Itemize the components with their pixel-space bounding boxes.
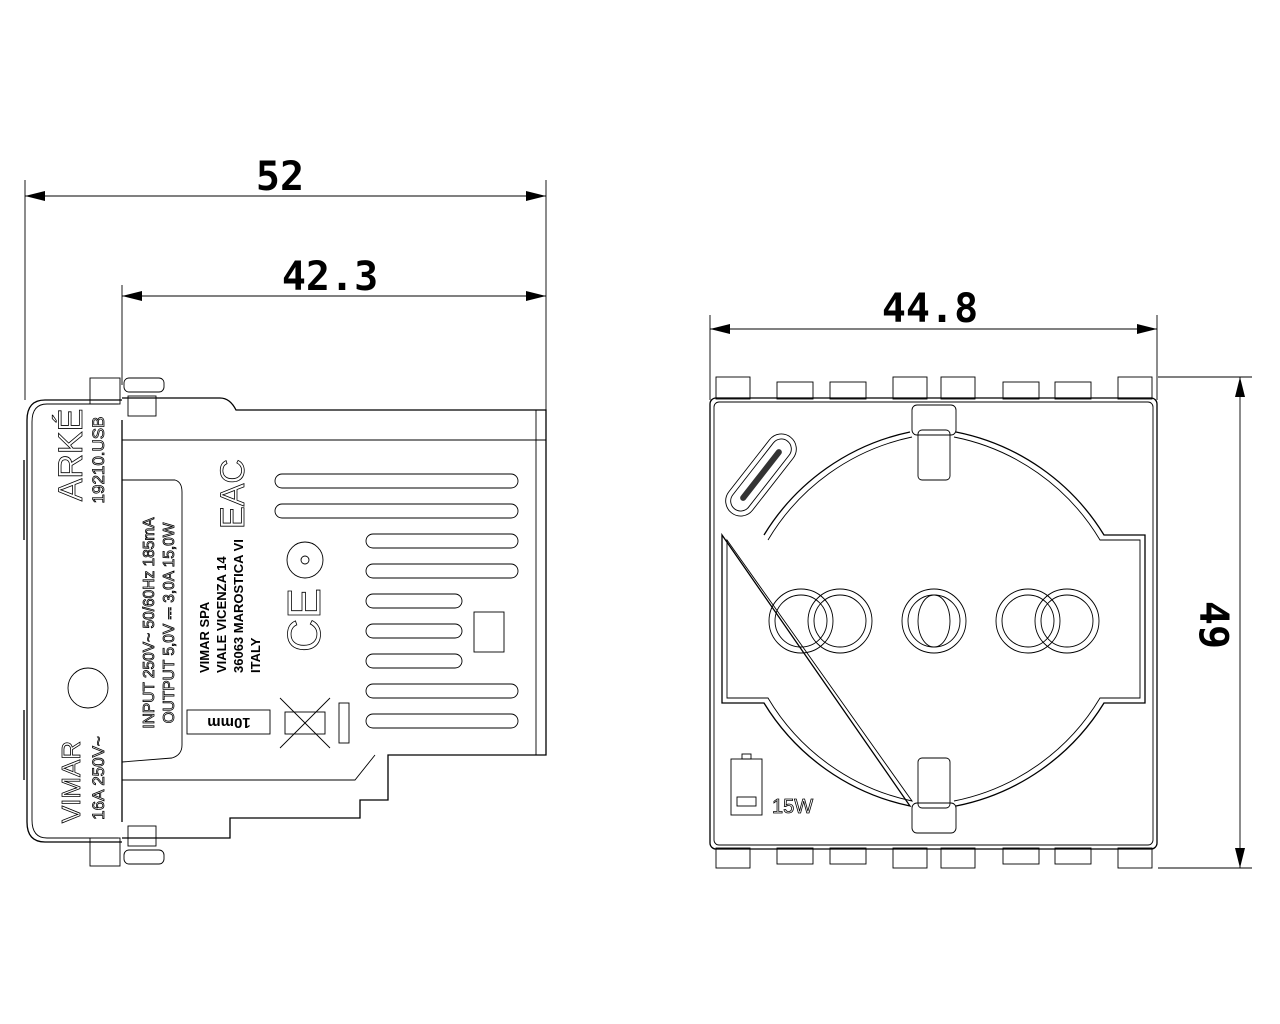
socket-hole-center (901, 588, 967, 654)
socket-hole-left (768, 588, 873, 654)
model-code: 19210.USB (89, 417, 108, 504)
power-label: 15W (772, 796, 813, 818)
dimension-overall-depth: 52 (24, 154, 547, 412)
usb-c-port (725, 433, 797, 517)
strip-gauge (186, 709, 271, 735)
front-view: 15W (709, 376, 1158, 869)
output-spec: OUTPUT 5,0V ⎓ 3,0A 15,0W (161, 522, 178, 723)
side-view: ARKÉ 19210.USB VIMAR 16A 250V~ INPUT 250… (23, 377, 547, 867)
manufacturer-line: VIALE VICENZA 14 (214, 556, 229, 673)
dimension-height: 49 (1158, 376, 1252, 869)
battery-icon (730, 753, 763, 816)
manufacturer-line: VIMAR SPA (197, 601, 212, 673)
dimension-body-depth: 42.3 (121, 254, 546, 385)
weee-bin-icon (279, 697, 331, 749)
dimension-label: 49 (1190, 601, 1236, 649)
thermal-icon (67, 667, 109, 709)
manufacturer-line: 36063 MAROSTICA VI (231, 539, 246, 673)
dimension-label: 52 (256, 154, 304, 200)
rating-label: 16A 250V~ (89, 736, 108, 820)
manufacturer-line: ITALY (248, 637, 263, 673)
dimension-label: 42.3 (282, 254, 378, 300)
imq-mark (286, 541, 324, 579)
socket-recess (721, 431, 1146, 807)
mounting-tabs (715, 376, 1153, 869)
input-spec: INPUT 250V~ 50/60Hz 185mA (141, 517, 158, 729)
earth-clip-bottom (911, 802, 957, 834)
strip-length: 10mm (207, 714, 250, 731)
dimension-width: 44.8 (709, 286, 1158, 400)
eac-mark: EAC (214, 459, 252, 529)
socket-hole-right (995, 588, 1100, 654)
dimension-label: 44.8 (882, 286, 978, 332)
ventilation-slots (274, 473, 519, 729)
ce-mark: CE (278, 588, 330, 652)
cover-plate (709, 397, 1158, 850)
earth-clip-top (911, 404, 957, 436)
brand-logo: ARKÉ (52, 409, 90, 502)
brand-name: VIMAR (56, 741, 86, 823)
